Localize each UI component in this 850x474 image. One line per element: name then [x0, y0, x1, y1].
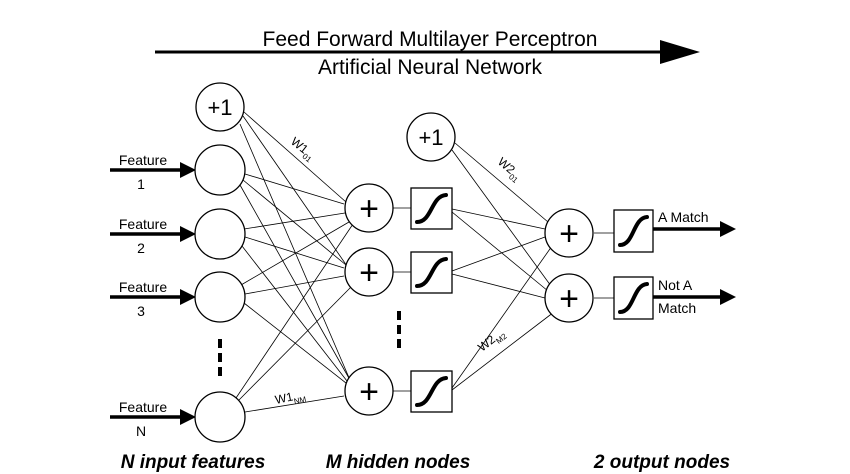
input-node-n: [194, 391, 246, 443]
input-arrows: [110, 162, 196, 425]
hidden-output-connections: [451, 142, 555, 391]
input-ellipsis: [218, 339, 222, 376]
input-bias-label: +1: [207, 95, 232, 120]
hidden-node-m-symbol: +: [359, 373, 379, 411]
feature-1-index: 1: [137, 176, 145, 192]
feature-n-label: Feature: [119, 399, 167, 415]
input-node-3: [194, 271, 246, 323]
weight-label-w1-01: W101: [286, 134, 318, 164]
input-node-1: [194, 144, 246, 196]
svg-text:W201: W201: [493, 155, 525, 186]
hidden-node-m: [344, 366, 394, 416]
footer-output-nodes: 2 output nodes: [593, 452, 730, 473]
input-node-2: [194, 208, 246, 260]
output-node-1-symbol: +: [559, 215, 579, 253]
footer-hidden-nodes: M hidden nodes: [326, 452, 471, 473]
feature-2-index: 2: [137, 240, 145, 256]
svg-text:W101: W101: [286, 134, 318, 164]
hidden-node-2-symbol: +: [359, 254, 379, 292]
output-2-label-line1: Not A: [658, 277, 693, 293]
hidden-sigmoid-2: [410, 251, 453, 294]
hidden-node-1-symbol: +: [359, 190, 379, 228]
hidden-bias-node: [406, 112, 456, 162]
weight-label-w2-m2: W2M2: [475, 325, 509, 357]
output-node-1: [544, 208, 594, 258]
output-2-label-line2: Match: [658, 300, 696, 316]
input-bias-node: [195, 82, 245, 132]
hidden-ellipsis: [397, 311, 401, 348]
svg-text:W1NM: W1NM: [274, 387, 308, 410]
hidden-bias-label: +1: [418, 125, 443, 150]
weight-label-w1-nm: W1NM: [274, 387, 308, 410]
svg-text:W2M2: W2M2: [475, 325, 509, 357]
hidden-sigmoid-m: [410, 370, 453, 413]
input-hidden-connections: [235, 111, 354, 413]
output-sigmoid-2: [613, 276, 654, 320]
feature-3-label: Feature: [119, 279, 167, 295]
hidden-node-1: [344, 183, 394, 233]
title-line1: Feed Forward Multilayer Perceptron: [263, 28, 598, 51]
output-arrows: [653, 221, 736, 305]
feature-1-label: Feature: [119, 152, 167, 168]
output-1-label: A Match: [658, 209, 709, 225]
output-node-2: [544, 273, 594, 323]
feature-2-label: Feature: [119, 216, 167, 232]
footer-input-features: N input features: [121, 452, 266, 473]
feature-n-index: N: [136, 423, 146, 439]
hidden-node-2: [344, 247, 394, 297]
output-sigmoid-1: [613, 209, 654, 253]
title-line2: Artificial Neural Network: [318, 56, 543, 79]
weight-label-w2-01: W201: [493, 155, 525, 186]
output-node-2-symbol: +: [559, 280, 579, 318]
hidden-sigmoid-1: [410, 187, 453, 230]
feature-3-index: 3: [137, 303, 145, 319]
direction-arrow: [155, 40, 700, 64]
hidden-sigmoid-connectors: [393, 207, 614, 392]
